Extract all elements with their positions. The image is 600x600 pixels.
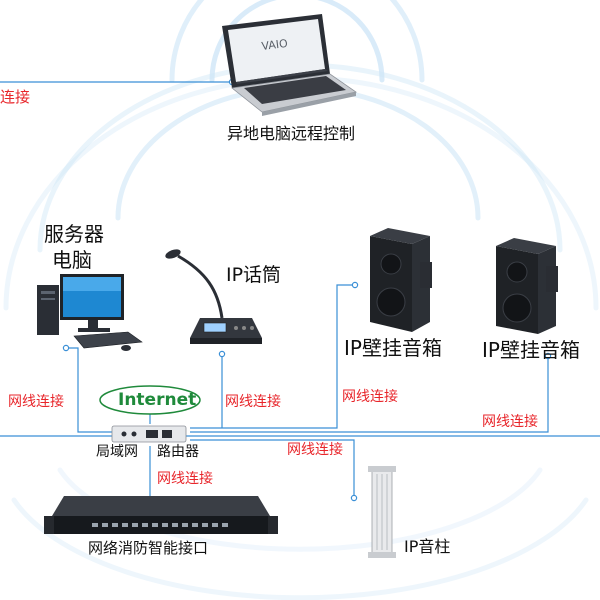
internet-cloud [99, 385, 201, 415]
router-icon [111, 425, 187, 443]
speaker-1-label: IP壁挂音箱 [344, 336, 442, 360]
rack-led-indicators [92, 523, 228, 527]
connection-label-speaker-2: 网线连接 [482, 414, 538, 430]
connection-label-top-left: 连接 [0, 88, 31, 106]
wire-speaker-1 [190, 284, 355, 429]
server-pc-label-line1: 服务器 [44, 222, 104, 246]
svg-text:VAIO: VAIO [261, 37, 289, 53]
fire-interface-label: 网络消防智能接口 [88, 539, 209, 557]
wave-arc [11, 497, 589, 600]
router-name-label: 路由器 [157, 444, 199, 460]
speaker-2-label: IP壁挂音箱 [482, 338, 580, 362]
wire-column [190, 439, 355, 498]
connection-label-fire: 网线连接 [157, 471, 213, 487]
network-wires [0, 81, 600, 516]
wave-arc [209, 0, 385, 83]
gooseneck-microphone-icon [165, 249, 262, 344]
desktop-computer-icon [37, 274, 143, 351]
laptop-icon: VAIO [222, 14, 357, 116]
connection-label-mic: 网线连接 [225, 394, 281, 410]
column-speaker-label: IP音柱 [404, 537, 451, 556]
rack-unit-icon [44, 496, 278, 534]
wire-speaker-2 [190, 356, 549, 433]
wall-speaker-icon [370, 228, 432, 332]
wall-speaker-icon [496, 238, 558, 334]
wave-arc [169, 0, 425, 83]
connection-label-column: 网线连接 [287, 442, 343, 458]
column-speaker-icon [368, 466, 396, 558]
connection-label-speaker-1: 网线连接 [342, 389, 398, 405]
server-pc-label-line2: 电脑 [52, 248, 92, 272]
internet-label: Internet [118, 390, 197, 410]
laptop-label: 异地电脑远程控制 [227, 124, 356, 143]
ip-mic-label: IP话筒 [226, 264, 282, 286]
connection-label-server: 网线连接 [8, 394, 64, 410]
router-lan-label: 局域网 [96, 444, 138, 460]
